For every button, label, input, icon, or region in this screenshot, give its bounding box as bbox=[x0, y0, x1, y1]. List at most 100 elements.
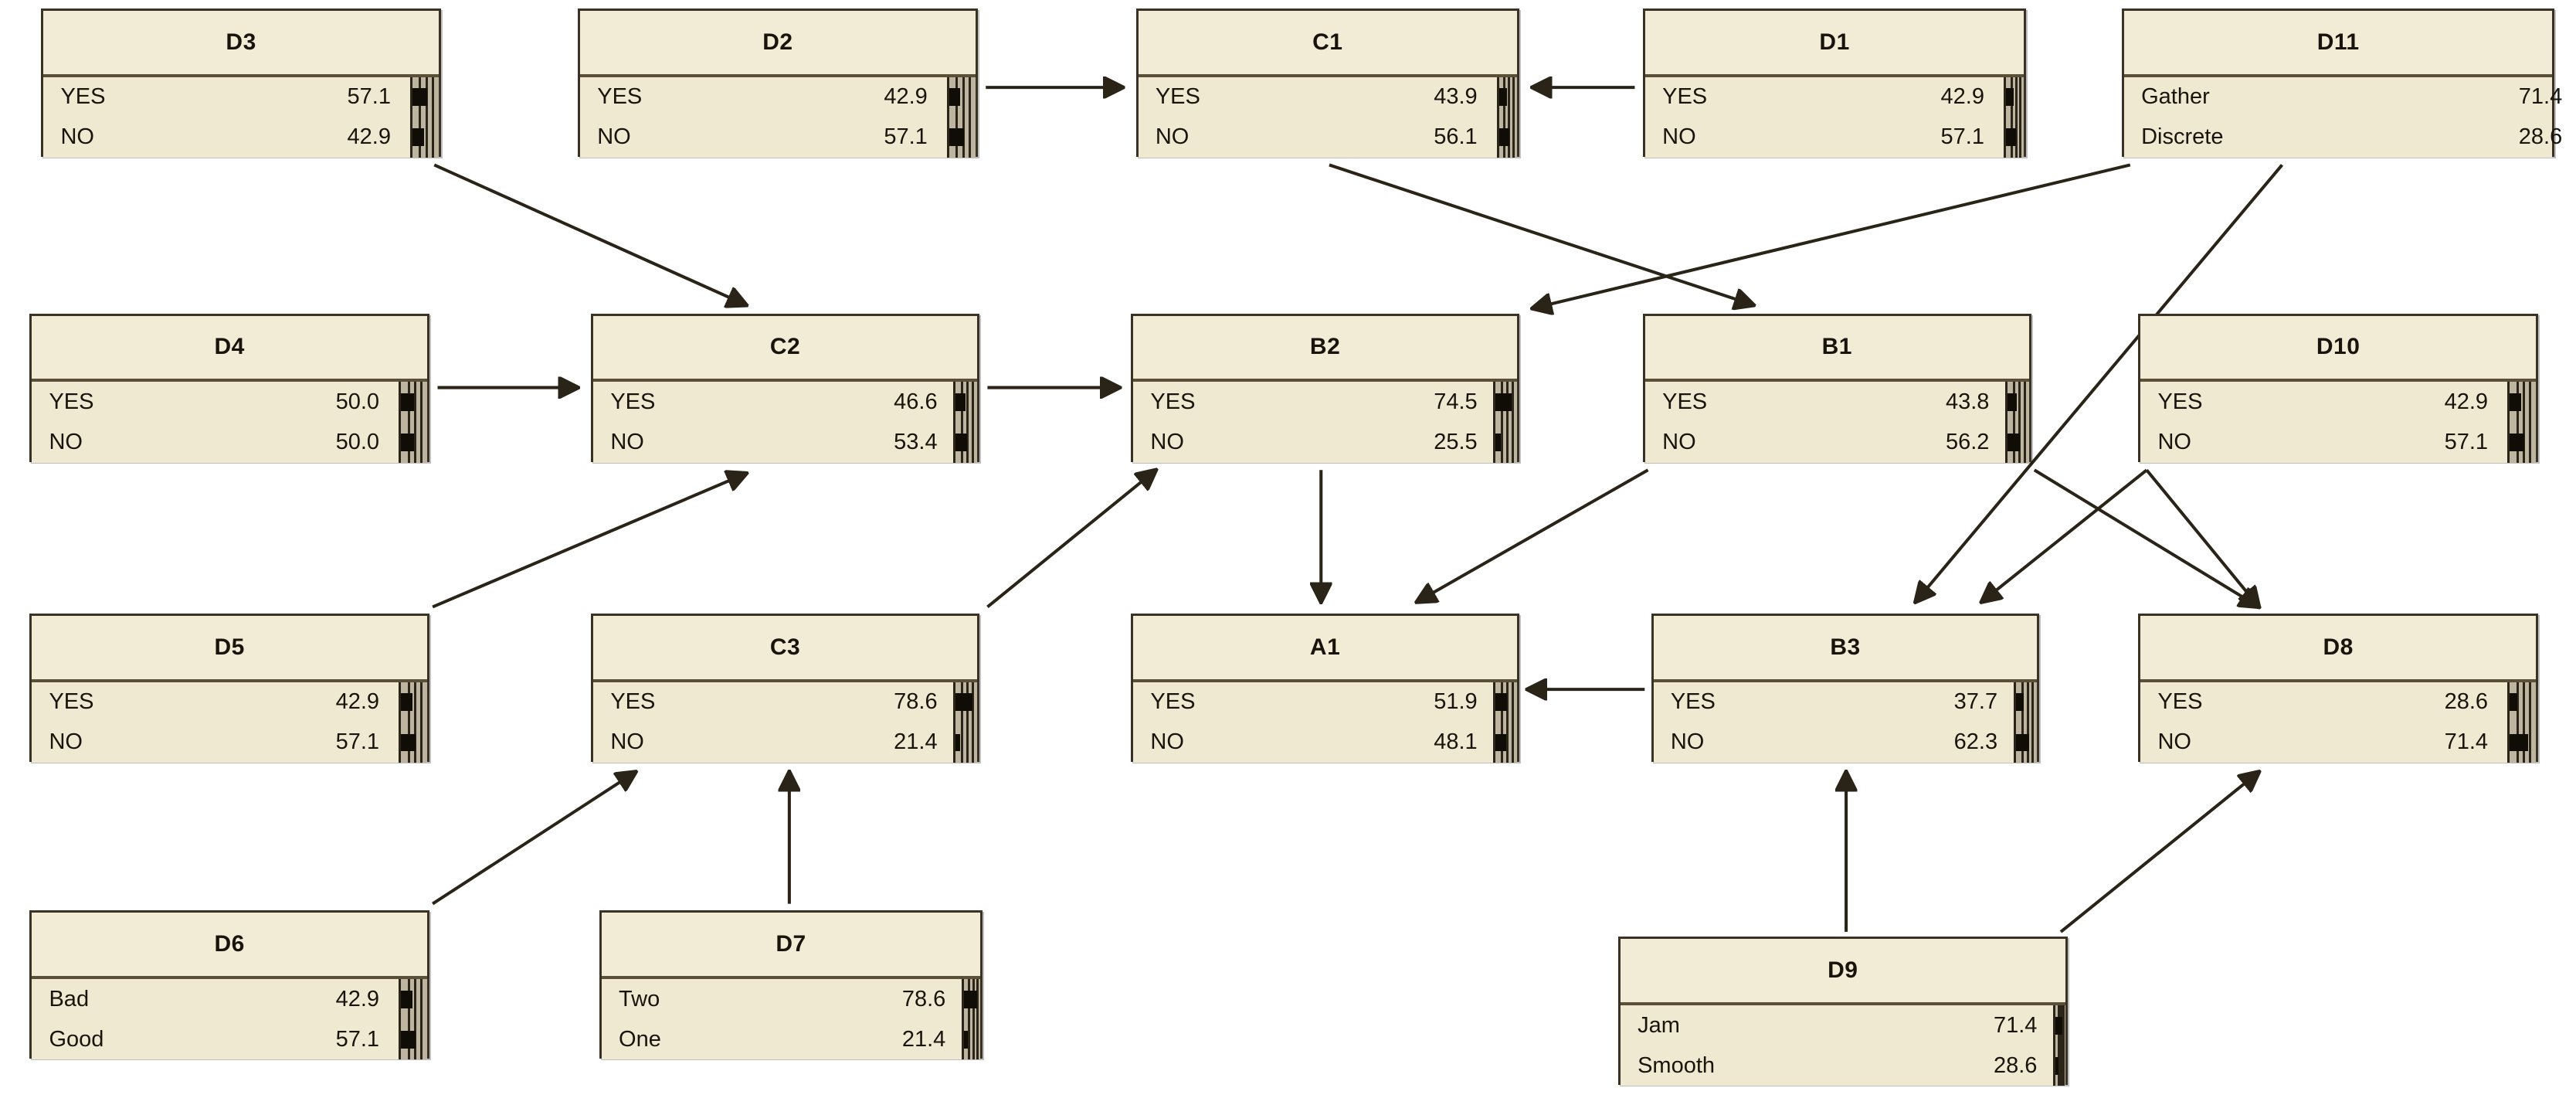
bar-slot bbox=[2008, 382, 2028, 422]
state-label: YES bbox=[1155, 84, 1200, 110]
state-label: YES bbox=[1662, 84, 1708, 110]
bar-gridline bbox=[413, 682, 416, 763]
state-label: NO bbox=[1670, 729, 1705, 755]
state-value: 43.8 bbox=[1945, 389, 1990, 414]
bar-gridline bbox=[2026, 682, 2029, 763]
state-label: Discrete bbox=[2141, 124, 2224, 150]
bar-slot bbox=[1495, 422, 1516, 462]
state-label: NO bbox=[610, 430, 644, 455]
probability-bar bbox=[955, 434, 967, 451]
probability-bar bbox=[964, 990, 977, 1008]
state-label: NO bbox=[610, 729, 644, 755]
probability-bar-chart bbox=[1493, 682, 1517, 763]
state-value: 43.9 bbox=[1434, 84, 1478, 110]
bar-slot bbox=[401, 682, 427, 722]
state-label: One bbox=[619, 1026, 661, 1052]
bar-slot bbox=[949, 77, 976, 117]
bar-gridline bbox=[961, 682, 964, 763]
bar-gridline bbox=[1503, 76, 1506, 158]
state-value: 28.6 bbox=[1993, 1052, 2038, 1078]
probability-bar-chart bbox=[2507, 382, 2536, 463]
probability-bar bbox=[401, 693, 412, 712]
bar-slot bbox=[949, 117, 976, 158]
probability-bar bbox=[2055, 1056, 2058, 1075]
bar-gridline bbox=[425, 76, 428, 158]
bar-gridline bbox=[1512, 76, 1515, 158]
bar-slot bbox=[2055, 1046, 2065, 1086]
probability-bar-chart bbox=[1496, 76, 1517, 158]
bar-gridline bbox=[2522, 682, 2525, 763]
probability-bar bbox=[401, 1030, 416, 1049]
probability-bar bbox=[2510, 733, 2529, 752]
node-title: D5 bbox=[32, 615, 427, 682]
edge-arrow bbox=[2033, 468, 2259, 607]
edge-arrow bbox=[433, 163, 746, 304]
bar-slot bbox=[2008, 422, 2028, 462]
state-label: NO bbox=[1662, 124, 1696, 150]
bar-slot bbox=[2006, 117, 2024, 158]
bar-gridline bbox=[407, 979, 410, 1060]
state-label: NO bbox=[1662, 430, 1696, 455]
bar-slot bbox=[1498, 117, 1517, 158]
bar-gridline bbox=[966, 682, 969, 763]
bar-slot bbox=[2055, 1005, 2065, 1046]
state-row: NO 21.4 bbox=[610, 722, 953, 763]
probability-bar-chart bbox=[953, 382, 977, 463]
bar-slot bbox=[401, 722, 427, 763]
bar-gridline bbox=[407, 382, 410, 463]
bar-gridline bbox=[971, 382, 974, 463]
node-title: D11 bbox=[2124, 10, 2553, 77]
bar-gridline bbox=[420, 382, 423, 463]
state-value: 21.4 bbox=[894, 729, 938, 755]
bar-slot bbox=[2510, 422, 2536, 462]
state-value: 37.7 bbox=[1953, 689, 1998, 715]
bar-gridline bbox=[2021, 682, 2024, 763]
state-row: YES 43.9 bbox=[1156, 77, 1497, 117]
state-label: Jam bbox=[1638, 1012, 1680, 1038]
node-title: C3 bbox=[593, 615, 977, 682]
probability-bar bbox=[2055, 1016, 2062, 1035]
node-title: D10 bbox=[2140, 315, 2536, 382]
bar-slot bbox=[401, 422, 427, 462]
node-title: A1 bbox=[1133, 615, 1517, 682]
probability-bar-chart bbox=[962, 979, 980, 1060]
probability-bar bbox=[2015, 733, 2029, 752]
